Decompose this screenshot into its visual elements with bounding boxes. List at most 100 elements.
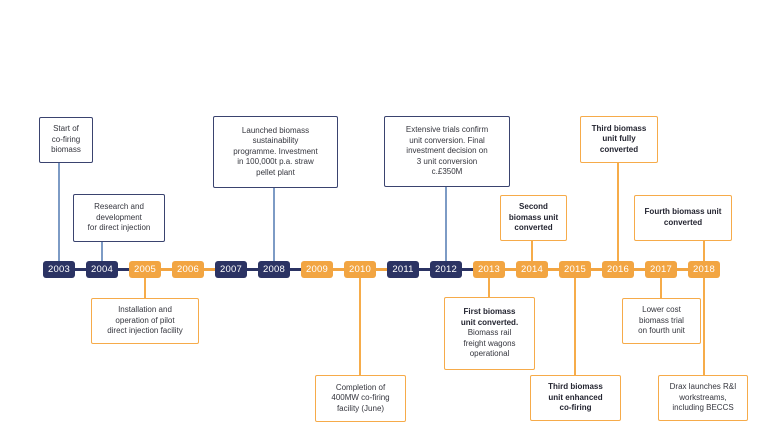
timeline-segment xyxy=(75,268,86,271)
year-node-2011: 2011 xyxy=(387,261,419,278)
connector-line-second-biomass-unit-converted xyxy=(531,239,533,264)
year-node-2014: 2014 xyxy=(516,261,548,278)
year-node-2015: 2015 xyxy=(559,261,591,278)
timeline-segment xyxy=(419,268,430,271)
connector-line-third-biomass-unit-fully-converted xyxy=(617,161,619,264)
connector-line-first-biomass-unit-converted xyxy=(488,277,490,299)
connector-line-third-biomass-unit-enhanced-cofiring xyxy=(574,277,576,377)
event-text-line: Third biomass xyxy=(548,382,603,392)
year-node-2004: 2004 xyxy=(86,261,118,278)
year-label: 2010 xyxy=(349,264,371,275)
year-label: 2016 xyxy=(607,264,629,275)
year-label: 2015 xyxy=(564,264,586,275)
timeline-segment xyxy=(247,268,258,271)
event-text-line: facility (June) xyxy=(336,403,385,413)
year-node-2009: 2009 xyxy=(301,261,333,278)
timeline-segment xyxy=(505,268,516,271)
event-text-line: Research and xyxy=(94,202,144,212)
event-text-line: Third biomass xyxy=(591,123,647,133)
event-text-line: Drax launches R&I xyxy=(669,382,737,392)
timeline-segment xyxy=(118,268,129,271)
timeline-segment xyxy=(376,268,387,271)
event-text-line: for direct injection xyxy=(87,223,151,233)
connector-line-drax-ri-workstreams-beccs xyxy=(703,277,705,377)
event-text-line: development xyxy=(96,212,142,222)
year-label: 2011 xyxy=(392,264,414,275)
event-text-line: biomass trial xyxy=(639,315,684,325)
event-text-line: Completion of xyxy=(335,382,386,392)
event-text-line: operational xyxy=(469,349,510,359)
year-node-2006: 2006 xyxy=(172,261,204,278)
event-text-line: 400MW co-firing xyxy=(331,393,390,403)
timeline-segment xyxy=(290,268,301,271)
event-text-line: converted xyxy=(599,144,639,154)
timeline-segment xyxy=(204,268,215,271)
event-text-line: Extensive trials confirm xyxy=(405,125,489,135)
year-node-2010: 2010 xyxy=(344,261,376,278)
timeline-segment xyxy=(548,268,559,271)
connector-line-fourth-biomass-unit-converted xyxy=(703,239,705,264)
connector-line-pilot-direct-injection-facility xyxy=(144,277,146,300)
event-text-line: workstreams, xyxy=(679,392,727,402)
timeline-segment xyxy=(677,268,688,271)
event-text-line: sustainability xyxy=(252,136,299,146)
event-text-line: biomass xyxy=(51,145,81,155)
event-text-line: co-firing xyxy=(559,403,592,413)
year-label: 2009 xyxy=(306,264,328,275)
event-text-line: biomass unit xyxy=(508,212,559,222)
event-text-line: operation of pilot xyxy=(115,315,175,325)
year-label: 2012 xyxy=(435,264,457,275)
event-text-line: unit conversion. Final xyxy=(409,135,485,145)
event-text-line: investment decision on xyxy=(406,146,488,156)
year-node-2005: 2005 xyxy=(129,261,161,278)
event-text-line: Start of xyxy=(53,124,79,134)
year-label: 2004 xyxy=(91,264,113,275)
year-node-2003: 2003 xyxy=(43,261,75,278)
year-label: 2007 xyxy=(220,264,242,275)
event-text-line: unit enhanced xyxy=(548,392,603,402)
timeline-segment xyxy=(591,268,602,271)
connector-line-cofiring-facility-completion xyxy=(359,277,361,377)
event-text-line: in 100,000t p.a. straw xyxy=(237,157,314,167)
year-label: 2017 xyxy=(650,264,672,275)
event-text-line: on fourth unit xyxy=(638,326,685,336)
year-label: 2006 xyxy=(177,264,199,275)
connector-line-research-development xyxy=(101,240,103,264)
event-text-line: co-firing xyxy=(51,134,81,144)
event-text-line: direct injection facility xyxy=(107,326,183,336)
event-text-line: Lower cost xyxy=(642,305,681,315)
event-text-line: unit converted. xyxy=(460,317,519,327)
event-text-line: freight wagons xyxy=(463,338,516,348)
timeline-segment xyxy=(333,268,344,271)
event-text-line: Launched biomass xyxy=(241,125,310,135)
year-label: 2014 xyxy=(521,264,543,275)
event-text-line: 3 unit conversion xyxy=(416,156,478,166)
event-text-line: pellet plant xyxy=(256,167,295,177)
timeline-segment xyxy=(462,268,473,271)
event-text-line: c.£350M xyxy=(431,167,463,177)
year-node-2016: 2016 xyxy=(602,261,634,278)
connector-line-biomass-sustainability xyxy=(273,186,275,264)
year-label: 2005 xyxy=(134,264,156,275)
event-text-line: converted xyxy=(663,218,703,227)
event-text-line: Installation and xyxy=(118,305,172,315)
year-node-2007: 2007 xyxy=(215,261,247,278)
event-text-line: including BECCS xyxy=(672,403,734,413)
year-label: 2003 xyxy=(48,264,70,275)
event-text-line: Biomass rail xyxy=(467,328,512,338)
event-text-line: Fourth biomass unit xyxy=(644,207,722,217)
event-text-line: Second xyxy=(519,202,548,212)
